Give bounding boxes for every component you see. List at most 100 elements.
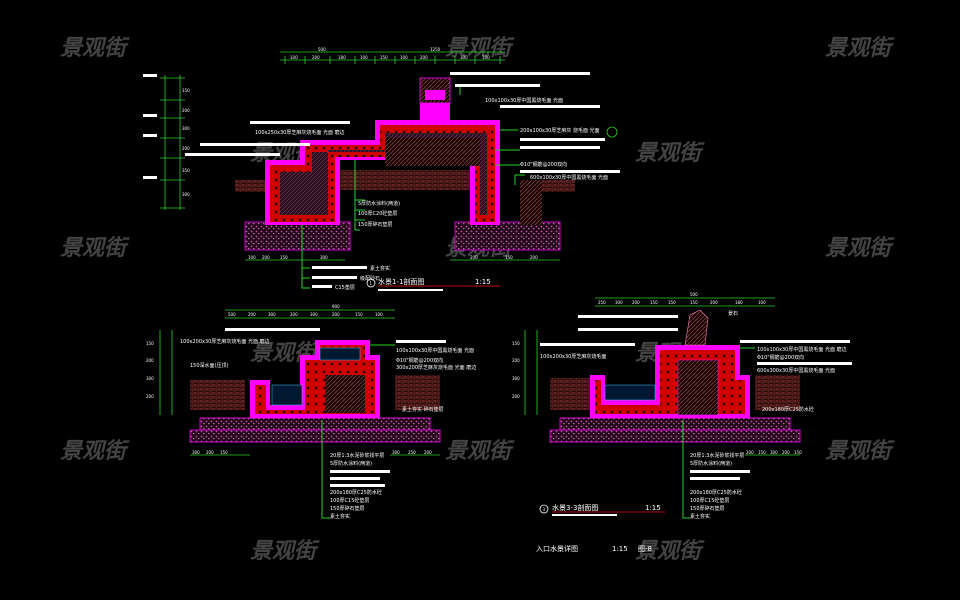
dim-text: 300 <box>615 300 623 305</box>
dim-text: 200 <box>262 255 270 260</box>
annotation-text: 景石 <box>728 310 738 317</box>
crown-cap <box>425 90 445 100</box>
annotation-text: 150厚碎石垫层 <box>690 505 725 512</box>
watermark: 景观街 <box>635 539 705 564</box>
section-marker: 1 <box>370 281 373 286</box>
dim-text: 300 <box>320 255 328 260</box>
section-1-1[interactable]: 500 1250 100 200 180 100 150 100 200 300… <box>143 47 620 291</box>
central-pier <box>677 359 719 416</box>
bottom-dimension-line: 300 200 150 300 250 200 <box>190 450 440 456</box>
water-basin <box>271 384 303 406</box>
dim-text: 180 <box>338 55 346 60</box>
annotation-text: C15垫层 <box>335 284 355 291</box>
dim-text: 200 <box>530 255 538 260</box>
dim-text: 180 <box>735 300 743 305</box>
watermark: 景观街 <box>445 439 515 464</box>
annotation-text: Φ10"钢筋@200双向 <box>520 161 567 168</box>
annotation-text: 300x200厚芝麻灰烧毛面 光面 磨边 <box>396 364 476 371</box>
section-3-3[interactable]: 500 250 300 200 150 350 150 200 180 100 … <box>512 292 852 520</box>
dim-text: 300 <box>192 450 200 455</box>
dim-text: 100 <box>248 255 256 260</box>
dim-text: 150 <box>794 450 802 455</box>
dim-text: 500 <box>318 47 326 52</box>
dim-text: 300 <box>182 192 190 197</box>
annotation-text: 200x100x30厚芝麻灰 烧毛面 光面 <box>520 127 600 134</box>
dim-text: 150 <box>182 88 190 93</box>
cap-hatch <box>385 138 480 166</box>
annotation-text: 600x100x30厚中国黑烧毛面 光面 <box>530 174 608 181</box>
section-title: 水景3-3剖面图 <box>552 503 598 512</box>
annotation-text: 600x300x30厚中国黑烧毛面 光面 <box>757 367 835 374</box>
dim-text: 300 <box>146 376 154 381</box>
annotations: 100x200x30厚芝麻灰烧毛面 光面 磨边 150深水面(压顶) 100x1… <box>180 328 476 520</box>
annotation-text: 100厚C15砼垫层 <box>690 497 729 504</box>
annotation-text: 5厚防水涂料(两道) <box>358 200 400 207</box>
left-dimension-line: 150 200 300 200 350 300 <box>143 74 190 210</box>
foundation-right <box>454 221 561 251</box>
top-dimension-line: 500 1250 100 200 180 100 150 100 200 300… <box>280 47 505 64</box>
dim-text: 100 <box>290 55 298 60</box>
annotation-text: 150深水面(压顶) <box>190 362 228 369</box>
section-marker: 3 <box>543 507 546 512</box>
annotation-text: 100x250x30厚芝麻灰烧毛面 光面 磨边 <box>255 129 345 136</box>
annotation-text: 素土夯实 <box>690 513 710 520</box>
dim-text: 200 <box>470 255 478 260</box>
annotation-text: 200x180厚C25防水砼 <box>762 406 814 413</box>
section-2-2[interactable]: 900 500 200 300 200 300 200 150 100 150 … <box>146 304 476 520</box>
dim-text: 200 <box>248 312 256 317</box>
watermark: 景观街 <box>250 539 320 564</box>
top-dimension-line: 500 250 300 200 150 350 150 200 180 100 <box>595 292 775 307</box>
dim-text: 200 <box>512 394 520 399</box>
feature-stone <box>684 309 709 346</box>
annotation-text: Φ10"钢筋@200双向 <box>757 354 804 361</box>
dim-text: 200 <box>290 312 298 317</box>
bottom-dimension-line: 100 200 150 300 200 150 200 素土夯实 级配砂石 C1… <box>245 225 560 291</box>
watermark: 景观街 <box>825 36 895 61</box>
dim-text: 500 <box>690 292 698 297</box>
dim-text: 1250 <box>430 47 441 52</box>
drawing-sheet-number: 图-8 <box>638 545 652 553</box>
bottom-dimension-line: 200 150 300 200 150 <box>745 450 802 456</box>
dim-text: 100 <box>375 312 383 317</box>
dim-text: 200 <box>206 450 214 455</box>
left-dimension-line: 150 200 300 200 <box>146 330 173 415</box>
annotation-text: 20厚1:3水泥砂浆找平层 <box>690 452 744 459</box>
annotation-text: 200x180厚C25防水砼 <box>330 489 382 496</box>
dim-text: 150 <box>280 255 288 260</box>
annotation-text: 级配砂石 <box>360 275 380 282</box>
dim-text: 250 <box>598 300 606 305</box>
annotation-text: 素土夯实 碎石垫层 <box>402 406 444 413</box>
annotation-text: 素土夯实 <box>370 265 390 272</box>
dim-text: 100 <box>400 55 408 60</box>
foundation-base <box>189 429 441 443</box>
ground-paving-left <box>190 380 245 410</box>
detail-callout-marker <box>606 126 618 138</box>
dim-text: 100 <box>360 55 368 60</box>
watermark: 景观街 <box>60 439 130 464</box>
pier-hatch <box>325 375 365 413</box>
dim-text: 150 <box>650 300 658 305</box>
dim-text: 200 <box>312 55 320 60</box>
dim-text: 300 <box>392 450 400 455</box>
dim-text: 200 <box>182 108 190 113</box>
foundation <box>199 417 431 431</box>
foundation <box>559 417 791 431</box>
dim-text: 200 <box>420 55 428 60</box>
watermarks: 景观街 景观街 景观街 景观街 景观街 景观街 景观街 景观街 景观街 景观街 … <box>60 36 895 564</box>
annotation-text: 100厚C20砼垫层 <box>358 210 397 217</box>
water-basin <box>604 384 656 401</box>
dim-text: 350 <box>668 300 676 305</box>
annotations-right: 100x100x30厚中国黑烧毛面 光面 200x100x30厚芝麻灰 烧毛面 … <box>450 72 620 185</box>
annotation-text: 100x100x30厚中国黑烧毛面 光面 磨边 <box>757 346 847 353</box>
dim-text: 300 <box>310 312 318 317</box>
annotation-text: 100x200x30厚芝麻灰烧毛面 光面 磨边 <box>180 338 270 345</box>
annotation-text: 150厚碎石垫层 <box>358 221 393 228</box>
dim-text: 300 <box>770 450 778 455</box>
annotation-text: 100x100x30厚中国黑烧毛面 光面 <box>485 97 563 104</box>
watermark: 景观街 <box>825 439 895 464</box>
drawing-name: 入口水景详图 <box>536 544 578 553</box>
annotation-text: 100x200x30厚芝麻灰烧毛面 <box>540 353 606 360</box>
watermark: 景观街 <box>635 141 705 166</box>
annotation-text: Φ10"钢筋@200双向 <box>396 357 443 364</box>
